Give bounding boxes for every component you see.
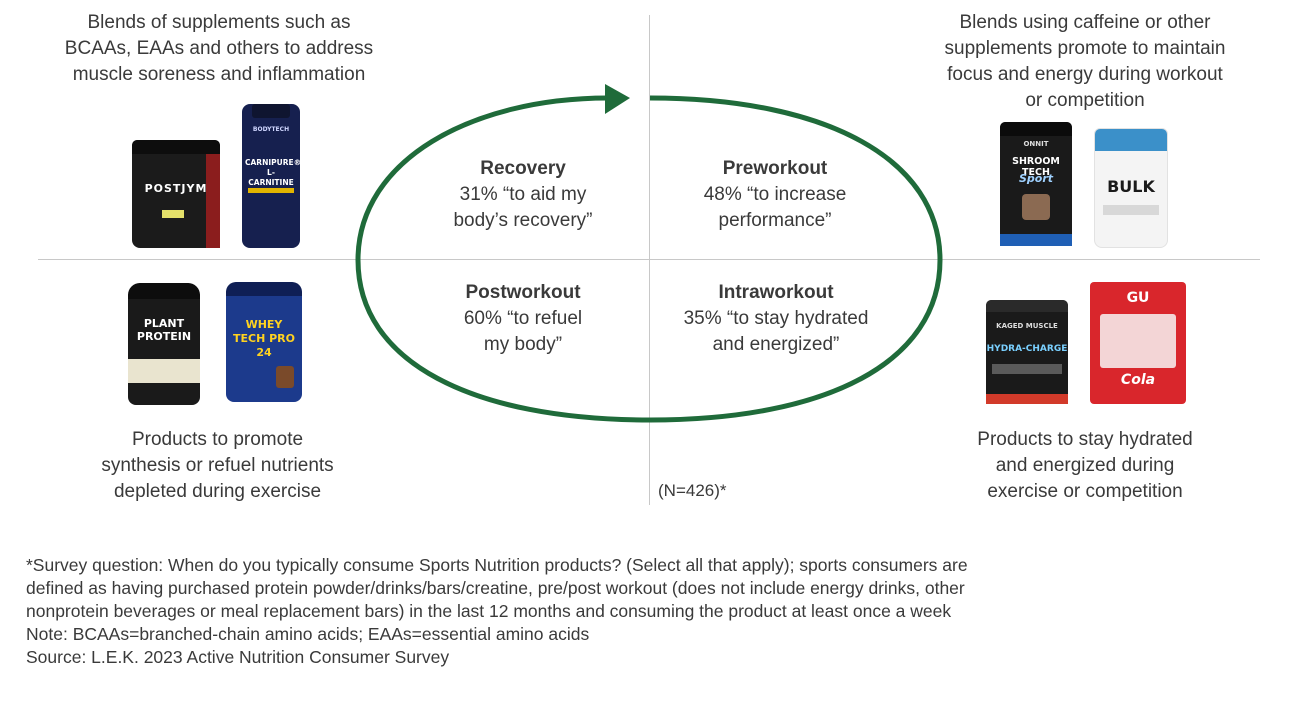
footnote-survey-line-3: nonprotein beverages or meal replacement… [26,601,952,621]
kaged-label: KAGED MUSCLE [996,322,1058,330]
onnit-label: ONNIT [1023,140,1049,148]
shroomtech-label: SHROOM TECH [1012,156,1060,178]
sample-size-label: (N=426)* [658,481,727,500]
postjym-product-image: POSTJYM [132,140,220,248]
quadrant-postworkout: Postworkout 60% “to refuel my body” [420,280,626,358]
gu-label: GU [1126,290,1150,306]
quadrant-title: Recovery [480,158,566,179]
shroomtech-product-image: ONNIT SHROOM TECH Sport [1000,122,1072,246]
bodytech-label: BODYTECH [252,126,290,133]
bottom-left-description: Products to promote synthesis or refuel … [101,429,334,502]
horizontal-divider [38,259,1260,260]
quadrant-title: Preworkout [722,158,828,179]
footnotes: *Survey question: When do you typically … [26,554,1276,669]
bulk-product-image: BULK [1094,128,1168,248]
plant-protein-label: PLANT PROTEIN [136,317,192,343]
carnipure-label: CARNIPURE® L-CARNITINE [245,158,302,187]
quadrant-title: Postworkout [465,282,581,303]
quadrant-intraworkout: Intraworkout 35% “to stay hydrated and e… [660,280,892,358]
cycle-arrow-icon [605,84,630,114]
plant-protein-product-image: PLANT PROTEIN [128,283,200,405]
footnote-survey-line-1: *Survey question: When do you typically … [26,555,968,575]
footnote-source: Source: L.E.K. 2023 Active Nutrition Con… [26,647,450,667]
footnote-survey-line-2: defined as having purchased protein powd… [26,578,965,598]
gu-gel-product-image: GU Cola [1090,282,1186,404]
hydracharge-product-image: KAGED MUSCLE HYDRA-CHARGE [986,300,1068,404]
wheytech-label: WHEY TECH PRO 24 [232,318,295,359]
postjym-label: POSTJYM [144,182,208,195]
vertical-divider [649,15,650,505]
cola-label: Cola [1120,372,1156,388]
cycle-diagram [355,84,943,423]
carnipure-product-image: BODYTECH CARNIPURE® L-CARNITINE [242,104,302,248]
top-left-description: Blends of supplements such as BCAAs, EAA… [64,12,374,85]
wheytech-product-image: WHEY TECH PRO 24 [226,282,302,402]
shroomtech-sub-label: Sport [1018,172,1054,185]
footnote-note: Note: BCAAs=branched-chain amino acids; … [26,624,590,644]
bulk-label: BULK [1107,177,1155,196]
quadrant-recovery: Recovery 31% “to aid my body’s recovery” [420,156,626,234]
cycle-ring [355,95,943,423]
quadrant-preworkout: Preworkout 48% “to increase performance” [670,156,880,234]
hydracharge-label: HYDRA-CHARGE [986,344,1068,354]
bottom-right-description: Products to stay hydrated and energized … [977,429,1193,502]
top-right-description: Blends using caffeine or other supplemen… [944,12,1226,111]
quadrant-title: Intraworkout [718,282,834,303]
